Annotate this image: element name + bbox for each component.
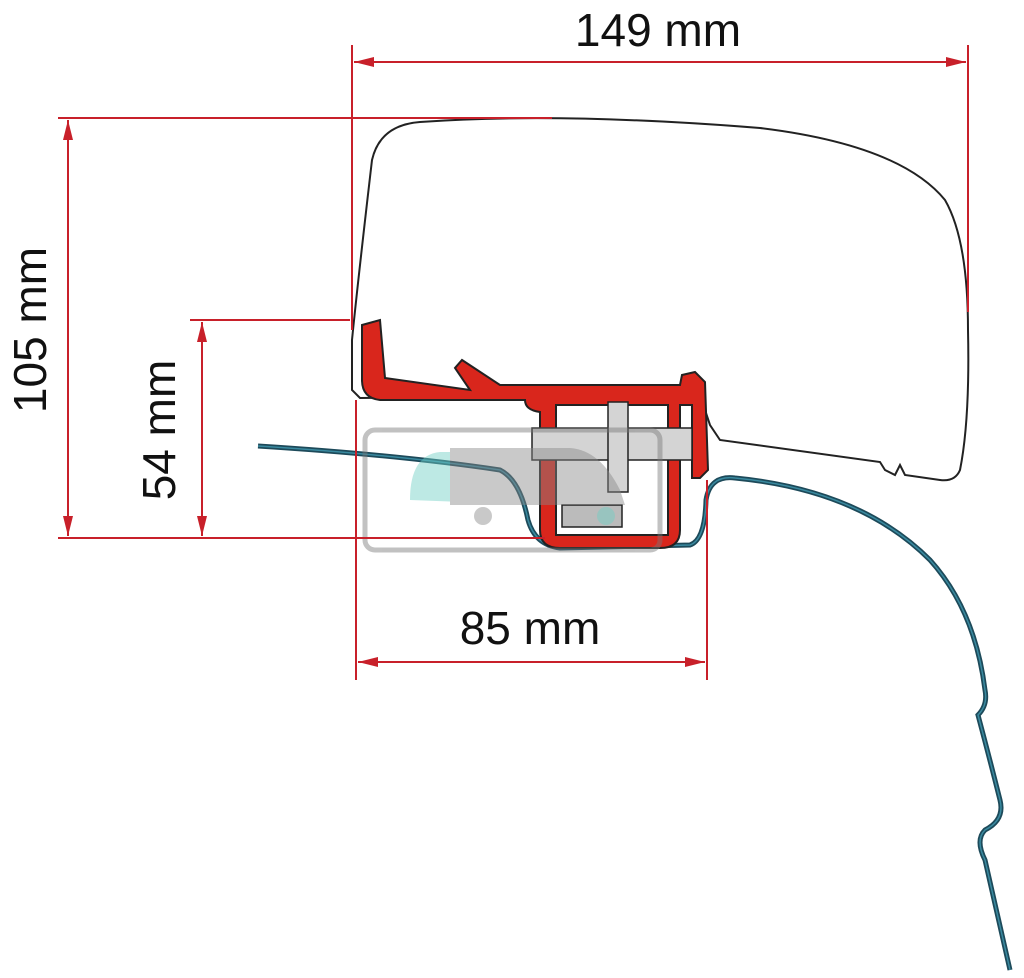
clamp-plate: [561, 504, 623, 528]
dimension-label-width-rail: 85 mm: [460, 602, 601, 654]
camper-van-icon: [362, 427, 663, 553]
clamp-bolt: [607, 401, 629, 493]
dimension-label-height-total: 105 mm: [4, 247, 56, 413]
dimension-label-width-total: 149 mm: [575, 4, 741, 56]
dimension-lines: [58, 45, 969, 680]
dimension-label-height-rail: 54 mm: [133, 360, 185, 501]
